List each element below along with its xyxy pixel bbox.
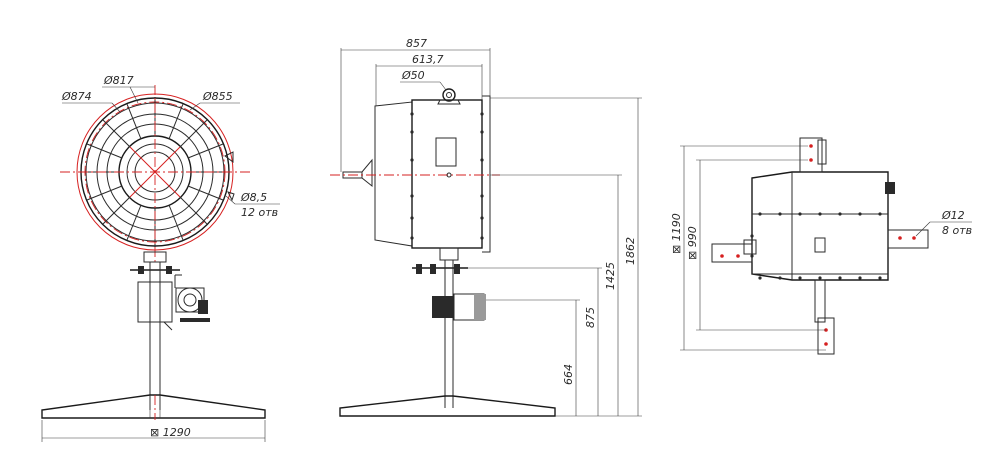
label-1190: ⊠ 1190 (670, 213, 683, 254)
side-nut-1 (416, 264, 422, 274)
side-view: 857 613,7 Ø50 1862 1425 875 664 (330, 37, 642, 417)
label-874: Ø874 (61, 90, 92, 103)
side-rear-ring (482, 95, 491, 253)
left-bracket-hole-1 (720, 254, 724, 258)
top-bolts (750, 212, 882, 280)
label-12-holes: 12 отв (241, 206, 278, 219)
label-855: Ø855 (202, 90, 233, 103)
lifting-eye (442, 88, 456, 102)
top-lug (799, 137, 823, 173)
side-base (339, 395, 556, 417)
side-nozzle (342, 158, 373, 188)
label-664: 664 (562, 364, 575, 385)
side-motor-end (474, 294, 486, 320)
leader-817 (129, 86, 139, 104)
bracket-nut-right (166, 266, 172, 274)
side-motor-box (432, 296, 454, 318)
motor-brace (163, 321, 173, 331)
label-8-holes: 8 отв (942, 224, 972, 237)
side-yoke (439, 247, 459, 261)
label-1862: 1862 (624, 237, 637, 265)
lifting-eye-base (437, 99, 461, 105)
label-dia-50: Ø50 (401, 69, 425, 82)
bottom-foot-hole-2 (824, 342, 828, 346)
right-bracket-hole-2 (912, 236, 916, 240)
left-bracket-hole-2 (736, 254, 740, 258)
left-bracket-block (743, 239, 757, 255)
right-lug (224, 151, 234, 163)
top-housing (751, 171, 889, 281)
leader-874 (111, 102, 121, 113)
front-base (41, 394, 266, 419)
label-1425: 1425 (604, 262, 617, 290)
label-dia-12: Ø12 (941, 209, 965, 222)
top-lug-hole-2 (809, 158, 813, 162)
leader-12 (915, 221, 931, 237)
side-bolts (410, 112, 484, 240)
side-junction-box (435, 137, 457, 167)
side-nut-2 (430, 264, 436, 274)
lifting-eye-hole (446, 92, 452, 98)
motor-shaft (183, 293, 197, 307)
top-terminal (814, 237, 826, 253)
bracket-nut-left (138, 266, 144, 274)
side-axis-point (446, 172, 452, 178)
bottom-foot (817, 317, 835, 355)
motor-mount (137, 281, 173, 323)
label-8-5: Ø8,5 (240, 191, 267, 204)
label-857: 857 (406, 37, 427, 50)
bottom-leg (814, 279, 826, 323)
label-990: ⊠ 990 (686, 226, 699, 260)
label-817: Ø817 (103, 74, 134, 87)
right-lug-2 (227, 191, 235, 202)
left-bracket (711, 243, 753, 263)
top-motor-cap (885, 182, 895, 194)
top-lug-side (817, 139, 827, 165)
label-613-7: 613,7 (412, 53, 444, 66)
motor-box (198, 300, 208, 314)
leader-8-5 (225, 195, 236, 205)
yoke (143, 251, 167, 263)
side-front-ring (374, 101, 413, 247)
right-bracket-hole-1 (898, 236, 902, 240)
label-875: 875 (584, 307, 597, 328)
right-bracket (887, 229, 929, 249)
center-cross-2 (129, 146, 181, 198)
top-view: ⊠ 1190 ⊠ 990 Ø12 8 отв (670, 137, 972, 355)
side-nut-3 (454, 264, 460, 274)
leader-855 (189, 102, 201, 111)
motor-plate (180, 318, 210, 322)
front-view: ⊠ 1290 Ø874 Ø817 Ø855 Ø8,5 12 отв (41, 74, 280, 442)
label-1290: ⊠ 1290 (150, 426, 191, 439)
top-lug-hole-1 (809, 144, 813, 148)
leader-50 (439, 81, 447, 91)
